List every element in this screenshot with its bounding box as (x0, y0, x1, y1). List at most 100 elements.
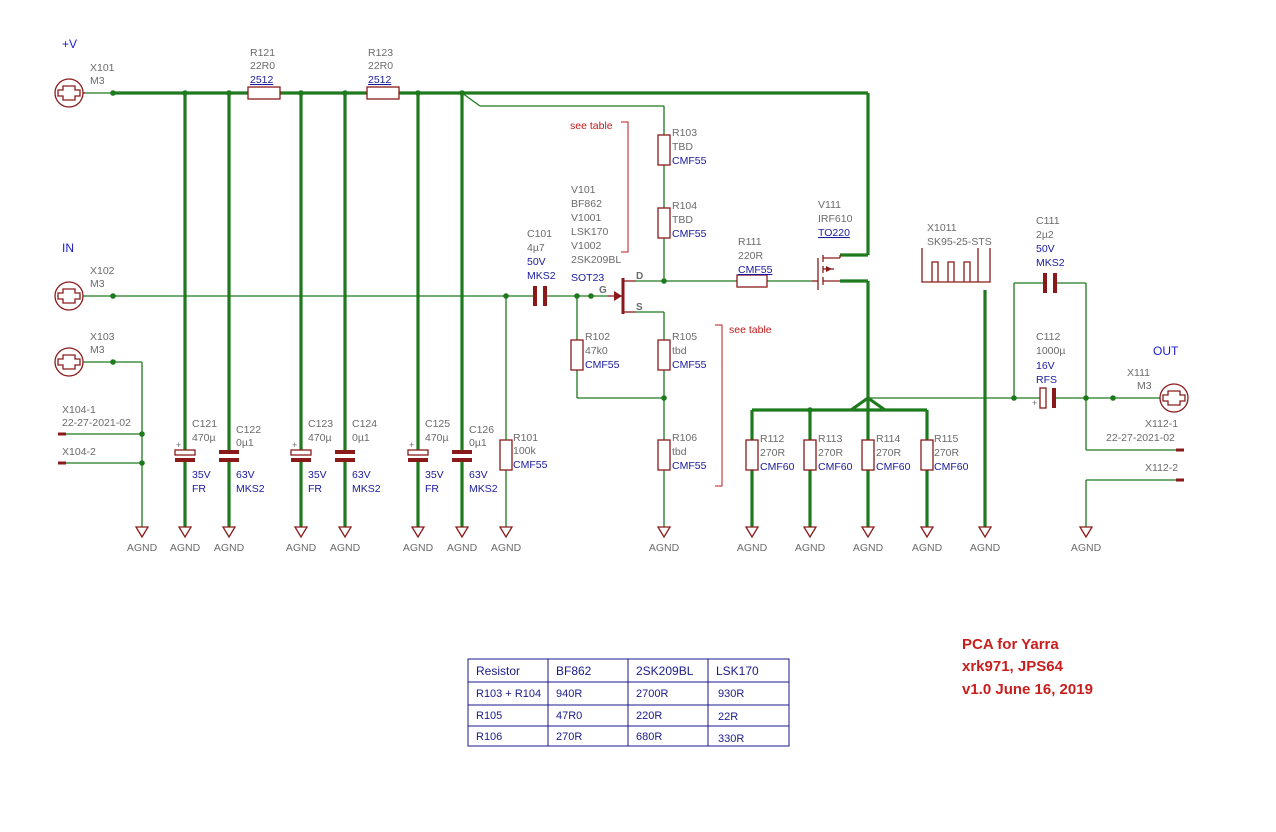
c124-body[interactable] (335, 450, 355, 454)
table-cell: 270R (556, 731, 582, 743)
c123-value: 470µ (308, 432, 332, 444)
r103-package: CMF55 (672, 155, 707, 167)
c125-ref: C125 (425, 418, 450, 430)
x112-2-ref: X112-2 (1145, 462, 1178, 474)
pin-d: D (636, 271, 643, 282)
r114-body[interactable] (861, 439, 875, 471)
wires (62, 91, 1180, 527)
title-line-1: PCA for Yarra (962, 636, 1059, 653)
r113-body[interactable] (803, 439, 817, 471)
c124-voltage: 63V (352, 469, 371, 481)
c112-body[interactable] (1039, 387, 1047, 409)
c125-body[interactable] (407, 449, 429, 456)
r123-ref: R123 (368, 47, 393, 59)
v101-value: BF862 (571, 198, 602, 210)
ground-label: AGND (795, 542, 826, 554)
c111-body[interactable] (1043, 273, 1047, 293)
r111-body[interactable] (736, 274, 768, 288)
r104-body[interactable] (657, 207, 671, 239)
x1011-ref: X1011 (927, 222, 957, 234)
pin-g: G (599, 285, 607, 296)
c126-type: MKS2 (469, 483, 498, 495)
c111-value: 2µ2 (1036, 229, 1054, 241)
notes: see table see table (570, 120, 772, 336)
table-cell: R105 (476, 710, 502, 722)
c123-body[interactable] (290, 449, 312, 456)
r121-value: 22R0 (250, 60, 275, 72)
c112-ref: C112 (1036, 331, 1060, 343)
c126-value: 0µ1 (469, 437, 487, 449)
ground-symbol: AGND (286, 526, 317, 554)
c121-type: FR (192, 483, 206, 495)
heatsink-symbol[interactable] (921, 248, 991, 283)
table-header-bf862: BF862 (556, 664, 592, 678)
ground-symbol: AGND (853, 526, 884, 554)
c121-ref: C121 (192, 418, 217, 430)
c111-voltage: 50V (1036, 243, 1055, 255)
r106-package: CMF55 (672, 460, 707, 472)
r112-body[interactable] (745, 439, 759, 471)
resistor-bodies (247, 86, 934, 471)
r103-body[interactable] (657, 134, 671, 166)
r121-body[interactable] (247, 86, 281, 100)
c122-voltage: 63V (236, 469, 255, 481)
note-see-table-1: see table (570, 120, 613, 132)
r106-body[interactable] (657, 439, 671, 471)
table-cell: 47R0 (556, 710, 582, 722)
ground-symbol: AGND (447, 526, 478, 554)
r105-package: CMF55 (672, 359, 707, 371)
r105-ref: R105 (672, 331, 697, 343)
r115-body[interactable] (920, 439, 934, 471)
x102-terminal[interactable] (54, 281, 84, 311)
ground-symbol: AGND (737, 526, 768, 554)
c125-value: 470µ (425, 432, 449, 444)
c121-voltage: 35V (192, 469, 211, 481)
v1002-ref: V1002 (571, 240, 602, 252)
c122-type: MKS2 (236, 483, 265, 495)
jfet-v101-symbol[interactable] (608, 278, 636, 314)
r102-body[interactable] (570, 339, 584, 371)
c121-value: 470µ (192, 432, 216, 444)
c111-ref: C111 (1036, 215, 1060, 227)
r104-value: TBD (672, 214, 693, 226)
x103-value: M3 (90, 344, 105, 356)
ground-symbol: AGND (491, 526, 522, 554)
c125-type: FR (425, 483, 439, 495)
x111-terminal[interactable] (1159, 383, 1189, 413)
r102-package: CMF55 (585, 359, 620, 371)
c126-body[interactable] (452, 450, 472, 454)
pin-s: S (636, 302, 643, 313)
x112-1-value: 22-27-2021-02 (1106, 432, 1175, 444)
x103-terminal[interactable] (54, 347, 84, 377)
c123-voltage: 35V (308, 469, 327, 481)
ground-symbol: AGND (403, 526, 434, 554)
table-cell: 330R (718, 733, 744, 745)
c121-body[interactable] (174, 449, 196, 456)
table-cell: 680R (636, 731, 662, 743)
r102-ref: R102 (585, 331, 610, 343)
table-cell: 220R (636, 710, 662, 722)
table-cell: R103 + R104 (476, 688, 541, 700)
c112-voltage: 16V (1036, 360, 1055, 372)
ground-label: AGND (286, 542, 317, 554)
r114-value: 270R (876, 447, 902, 459)
mosfet-v111-symbol[interactable] (812, 255, 841, 290)
x102-value: M3 (90, 278, 105, 290)
c101-body[interactable] (533, 286, 537, 306)
c122-body[interactable] (219, 450, 239, 454)
r105-body[interactable] (657, 339, 671, 371)
x101-terminal[interactable] (54, 78, 85, 108)
connectors (54, 78, 1189, 482)
c126-voltage: 63V (469, 469, 488, 481)
net-label-out: OUT (1153, 344, 1179, 358)
r106-value: tbd (672, 446, 687, 458)
net-label-vplus: +V (62, 37, 77, 51)
r101-body[interactable] (499, 439, 513, 471)
x102-ref: X102 (90, 265, 115, 277)
x111-ref: X111 (1127, 367, 1150, 379)
ground-symbol: AGND (214, 526, 245, 554)
svg-text:+: + (1032, 398, 1037, 408)
r123-body[interactable] (366, 86, 400, 100)
title-line-3: v1.0 June 16, 2019 (962, 681, 1093, 698)
